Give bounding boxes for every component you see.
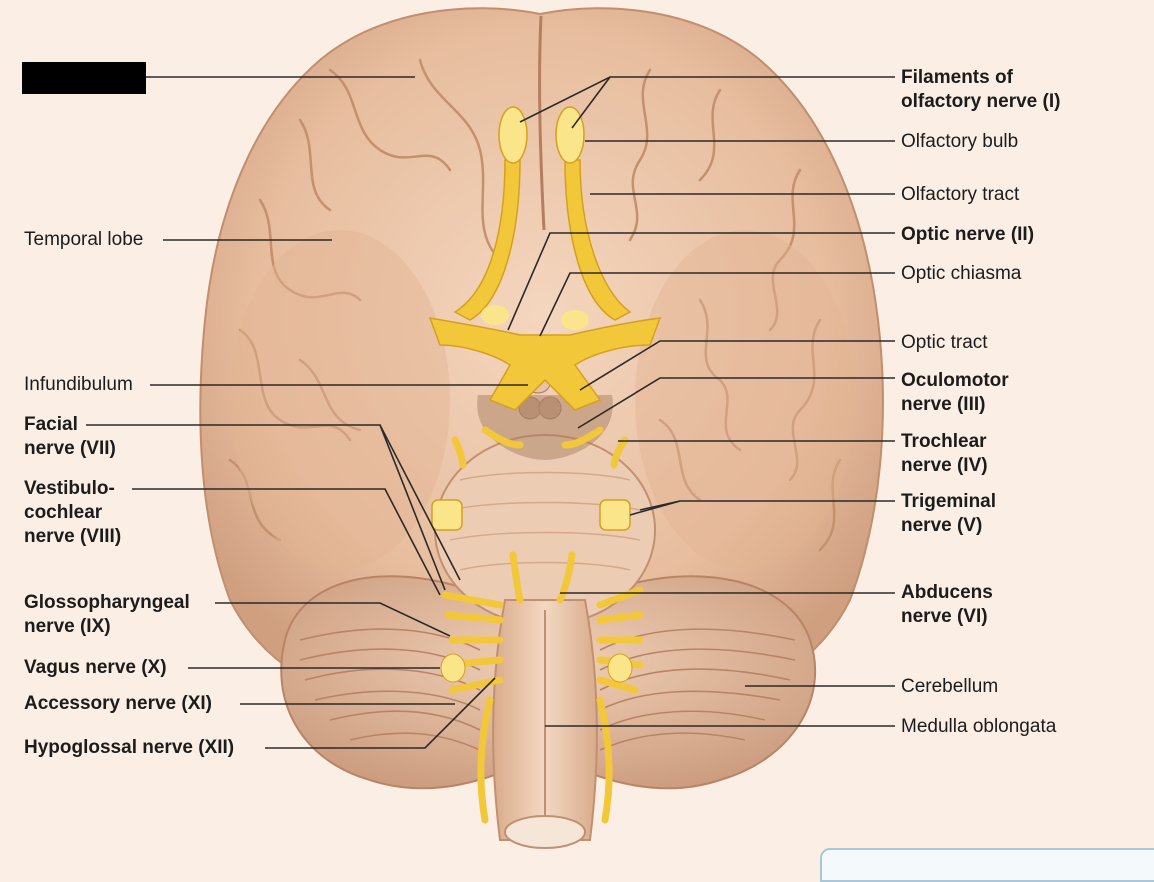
label-accessory-nerve: Accessory nerve (XI)	[24, 693, 212, 714]
label-olfactory-filaments: Filaments of olfactory nerve (I)	[901, 67, 1061, 112]
label-vagus-nerve: Vagus nerve (X)	[24, 657, 167, 678]
label-abducens-nerve: Abducens nerve (VI)	[901, 582, 993, 627]
label-optic-tract: Optic tract	[901, 332, 988, 353]
cranial-nerve-roots	[441, 426, 644, 824]
label-vestibulocochlear-nerve: Vestibulo- cochlear nerve (VIII)	[24, 478, 122, 547]
spinal-cord-section	[504, 815, 586, 849]
label-optic-chiasma: Optic chiasma	[901, 263, 1022, 284]
label-hypoglossal-nerve: Hypoglossal nerve (XII)	[24, 737, 235, 758]
longitudinal-fissure	[538, 15, 546, 231]
label-oculomotor-nerve: Oculomotor nerve (III)	[901, 370, 1009, 415]
partial-callout-card	[820, 848, 1154, 882]
right-temporal-lobe	[635, 230, 855, 570]
label-infundibulum: Infundibulum	[24, 374, 133, 395]
label-trigeminal-nerve: Trigeminal nerve (V)	[901, 491, 997, 536]
olfactory-nerves	[453, 106, 632, 321]
label-facial-nerve: Facial nerve (VII)	[24, 414, 116, 459]
leader-lines	[86, 76, 895, 749]
label-trochlear-nerve: Trochlear nerve (IV)	[901, 431, 988, 476]
gyri	[228, 58, 842, 552]
optic-chiasma-shape	[428, 317, 662, 411]
redacted-label-box	[22, 62, 146, 94]
label-temporal-lobe: Temporal lobe	[24, 229, 144, 250]
label-medulla-oblongata: Medulla oblongata	[901, 716, 1057, 737]
left-temporal-lobe	[230, 230, 450, 570]
label-olfactory-bulb: Olfactory bulb	[901, 131, 1019, 152]
label-glossopharyngeal-nerve: Glossopharyngeal nerve (IX)	[24, 592, 190, 637]
label-cerebellum: Cerebellum	[901, 676, 999, 697]
pons-fibers	[449, 471, 641, 571]
label-optic-nerve: Optic nerve (II)	[901, 224, 1035, 245]
label-olfactory-tract: Olfactory tract	[901, 184, 1020, 205]
